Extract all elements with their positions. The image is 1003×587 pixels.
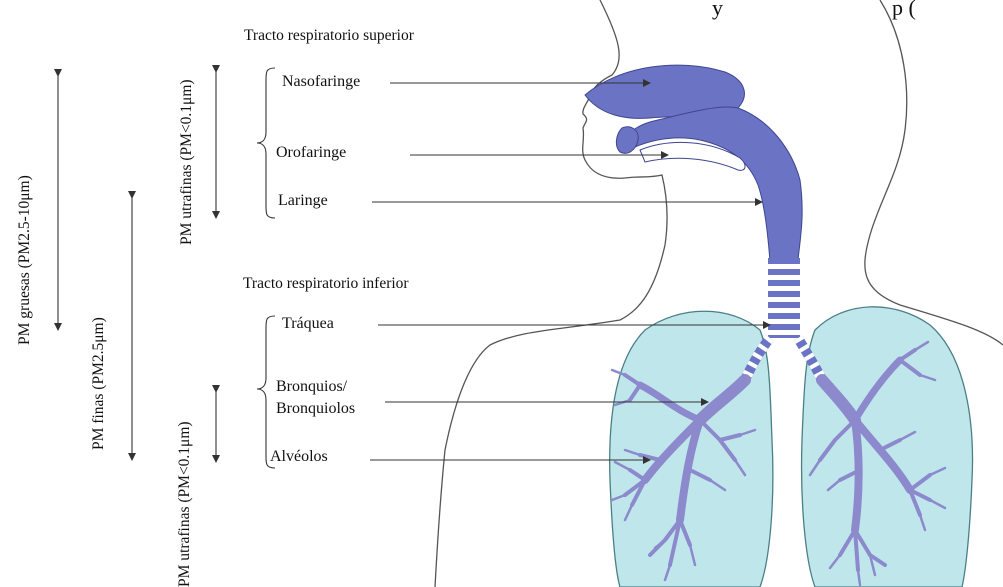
label-bronchi-line2: Bronquiolos	[276, 400, 355, 418]
label-nasopharynx: Nasofaringe	[282, 73, 360, 91]
upper-tract-heading: Tracto respiratorio superior	[244, 27, 414, 45]
label-fine-pm: PM finas (PM2.5μm)	[90, 317, 108, 450]
trachea-rings	[745, 258, 822, 380]
brace-lower-tract	[257, 316, 275, 468]
lower-tract-heading: Tracto respiratorio inferior	[243, 275, 409, 293]
mouth-airway	[616, 127, 638, 154]
label-bronchi-line1: Bronquios/	[276, 378, 347, 396]
label-alveoli: Alvéolos	[270, 448, 328, 466]
label-trachea: Tráquea	[282, 315, 334, 333]
label-ultrafine-upper: PM utrafinas (PM<0.1μm)	[178, 79, 196, 245]
label-coarse-pm: PM gruesas (PM2.5-10μm)	[16, 175, 34, 345]
top-caption-fragment: y	[712, 0, 723, 17]
label-oropharynx: Orofaringe	[276, 144, 346, 162]
top-caption-fragment-right: p (	[892, 0, 916, 17]
label-ultrafine-lower: PM utrafinas (PM<0.1μm)	[176, 421, 194, 587]
label-larynx: Laringe	[278, 192, 328, 210]
pharynx	[626, 107, 802, 262]
brace-upper-tract	[257, 68, 275, 218]
